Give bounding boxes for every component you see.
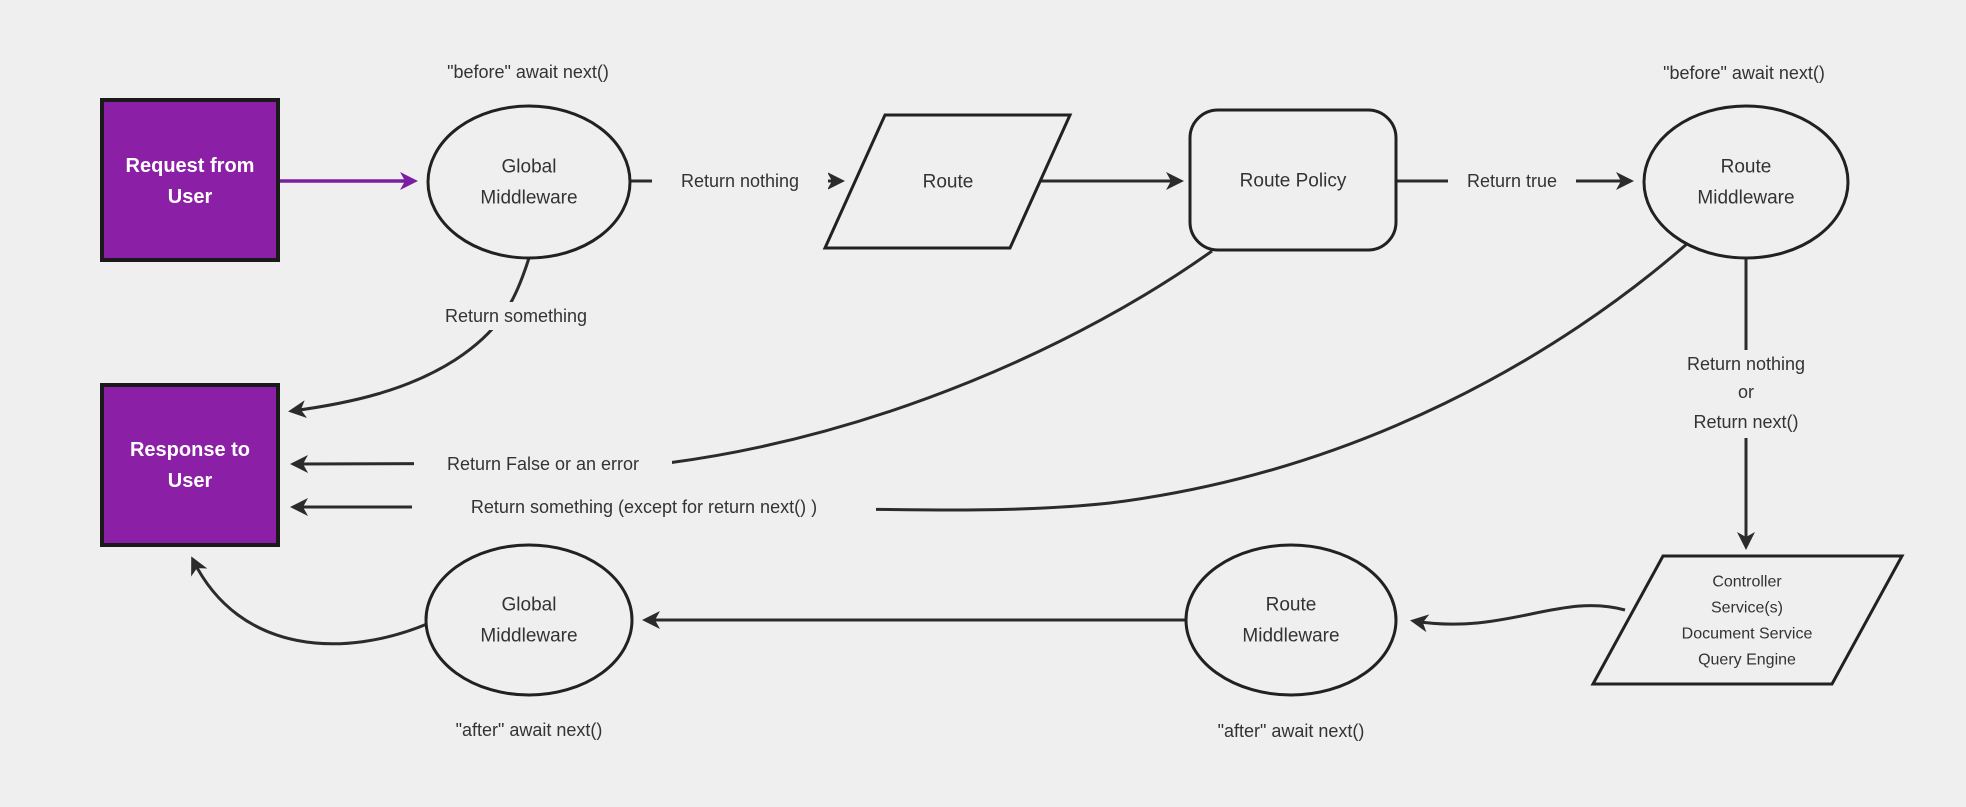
route-middleware-after-node: Route Middleware — [1184, 543, 1398, 697]
controller-services-node: Controller Service(s) Document Service Q… — [1590, 554, 1905, 686]
label-bg — [418, 302, 614, 330]
controller-services-parallelogram — [1590, 554, 1905, 686]
route-middleware-before-label-line1: Route — [1721, 157, 1772, 178]
global-middleware-after-label-line2: Middleware — [480, 626, 577, 647]
edge-global-middleware-after-to-response — [191, 556, 428, 646]
request-from-user-label-line2: User — [168, 186, 213, 208]
route-policy-node: Route Policy — [1188, 108, 1398, 252]
global-middleware-after-label-line1: Global — [502, 595, 557, 616]
edge-label-before-await-next-global: "before" await next() — [447, 62, 609, 82]
edge-route-policy-return-false — [290, 249, 1213, 473]
response-to-user-node: Response to User — [100, 383, 280, 547]
global-middleware-before-ellipse — [426, 104, 632, 260]
edge-global-middleware-return-something — [288, 257, 531, 419]
request-from-user-label-line1: Request from — [126, 155, 255, 177]
label-bg — [1652, 350, 1840, 438]
global-middleware-before-label-line2: Middleware — [480, 188, 577, 209]
response-to-user-label-line1: Response to — [130, 439, 250, 461]
label-bg — [652, 167, 828, 195]
edge-label-return-something: Return something — [445, 306, 587, 326]
route-policy-box — [1188, 108, 1398, 252]
response-to-user-label-line2: User — [168, 470, 213, 492]
edge-label-return-nothing-or-2: or — [1738, 382, 1754, 402]
edge-label-after-await-next-route: "after" await next() — [1218, 721, 1365, 741]
request-from-user-node: Request from User — [100, 98, 280, 262]
route-middleware-after-label-line2: Middleware — [1242, 626, 1339, 647]
edge-label-return-something-except: Return something (except for return next… — [471, 497, 817, 517]
controller-label-line3: Document Service — [1682, 626, 1813, 643]
edge-labels: Return nothing Return true Return someth… — [412, 62, 1840, 741]
edge-label-return-next: Return next() — [1693, 412, 1798, 432]
route-middleware-after-ellipse — [1184, 543, 1398, 697]
global-middleware-before-label-line1: Global — [502, 157, 557, 178]
route-middleware-before-node: Route Middleware — [1642, 104, 1850, 260]
edges — [191, 172, 1755, 646]
edge-label-return-nothing-or-1: Return nothing — [1687, 354, 1805, 374]
edge-label-return-true: Return true — [1467, 171, 1557, 191]
route-middleware-after-label-line1: Route — [1266, 595, 1317, 616]
edge-label-return-false-or-error: Return False or an error — [447, 454, 639, 474]
route-parallelogram — [822, 113, 1073, 250]
request-from-user-box — [100, 98, 280, 262]
route-label: Route — [923, 172, 974, 193]
edge-controller-to-route-middleware-after — [1410, 604, 1626, 633]
controller-label-line4: Query Engine — [1698, 652, 1796, 669]
nodes: Request from User Global Middleware Rout… — [100, 98, 1905, 697]
label-bg — [412, 493, 876, 521]
global-middleware-after-ellipse — [424, 543, 634, 697]
edge-label-before-await-next-route: "before" await next() — [1663, 63, 1825, 83]
global-middleware-after-node: Global Middleware — [424, 543, 634, 697]
controller-label-line1: Controller — [1712, 574, 1782, 591]
route-middleware-before-ellipse — [1642, 104, 1850, 260]
route-node: Route — [822, 113, 1073, 250]
route-policy-label: Route Policy — [1240, 171, 1347, 192]
edge-label-return-nothing: Return nothing — [681, 171, 799, 191]
label-bg — [414, 450, 672, 478]
controller-label-line2: Service(s) — [1711, 600, 1783, 617]
label-bg — [1448, 167, 1576, 195]
route-middleware-before-label-line2: Middleware — [1697, 188, 1794, 209]
edge-label-after-await-next-global: "after" await next() — [456, 720, 603, 740]
response-to-user-box — [100, 383, 280, 547]
global-middleware-before-node: Global Middleware — [426, 104, 632, 260]
